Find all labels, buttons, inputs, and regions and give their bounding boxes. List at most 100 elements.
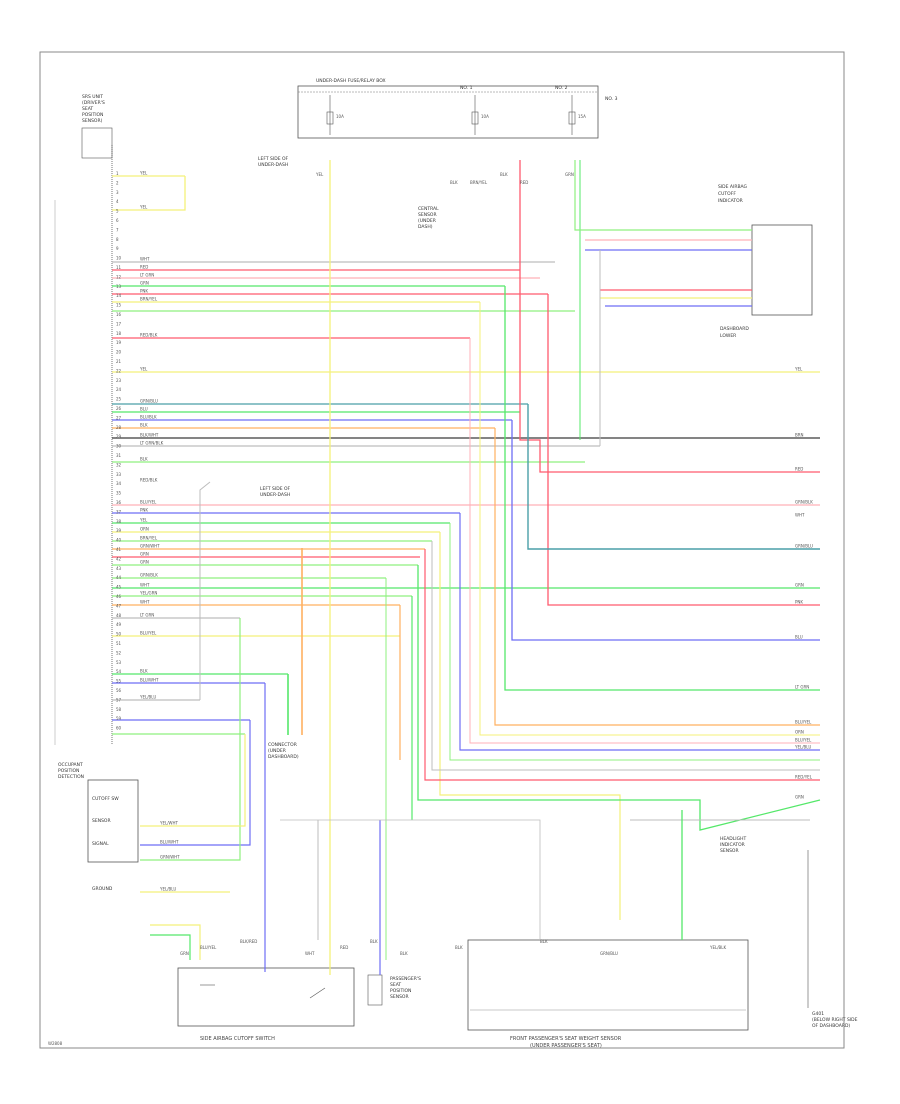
left-pin-number: 50 — [116, 632, 122, 637]
left-wire-color-label: LT GRN — [140, 273, 154, 278]
left-wire-color-label: GRN — [140, 560, 149, 565]
left-pin-number: 45 — [116, 585, 122, 590]
fuse-box-no1: NO. 1 — [460, 85, 473, 91]
fuse-relay-box: UNDER-DASH FUSE/RELAY BOX NO. 1 NO. 2 10… — [297, 78, 618, 139]
left-pin-number: 51 — [116, 641, 122, 646]
left-pin-number: 25 — [116, 397, 122, 402]
left-pin-number: 22 — [116, 368, 122, 373]
left-wire-color-label: BLU/YEL — [140, 500, 157, 505]
bottom-wire-label: YEL/BLK — [709, 945, 727, 950]
side-airbag-cutoff-switch: SIDE AIRBAG CUTOFF SWITCH — [177, 967, 355, 1042]
left-pin-number: 3 — [116, 190, 119, 195]
left-wire-color-label: PNK — [140, 508, 148, 513]
left-wire-color-label: RED/BLK — [140, 478, 158, 483]
right-wire-color-label: BRN — [795, 433, 804, 438]
pin-labels: 1234567891011121314151617181920212223242… — [116, 171, 164, 731]
left-wire-color-label: GRN/WHT — [140, 544, 160, 549]
wire-green-conn-2 — [150, 934, 191, 960]
weight-sensor-caption-1: FRONT PASSENGER'S SEAT WEIGHT SENSOR — [510, 1036, 622, 1042]
srs-unit-label-1: SRS UNIT — [82, 94, 103, 100]
ground-label-2: (BELOW RIGHT SIDE — [812, 1017, 858, 1023]
wire-grey-bus — [280, 819, 541, 940]
switch-label-1: CUTOFF SW — [92, 796, 119, 802]
bottom-mid-caption-1: PASSENGER'S — [390, 976, 421, 982]
top-wire-label: BLK — [450, 180, 458, 185]
right-wire-color-label: PNK — [795, 600, 803, 605]
srs-unit-label-2: (DRIVER'S — [82, 100, 105, 106]
left-wire-color-label: GRN — [140, 552, 149, 557]
hsd-caption: HEADLIGHT — [720, 836, 746, 842]
left-wire-color-label: ORN — [140, 527, 149, 532]
left-pin-number: 2 — [116, 180, 119, 185]
left-pin-number: 21 — [116, 359, 122, 364]
central-sensor-caption: DASH) — [418, 224, 433, 230]
right-wire-color-label: WHT — [795, 513, 805, 518]
wire-red-2 — [547, 294, 820, 606]
left-pin-number: 58 — [116, 707, 122, 712]
top-wire-label: GRN — [565, 172, 574, 177]
wire-grey — [431, 541, 820, 771]
bottom-wire-label: BLK — [400, 951, 408, 956]
left-pin-number: 47 — [116, 603, 122, 608]
sensor-wire-label: YEL/WHT — [159, 821, 179, 826]
right-wire-color-label: BLU/YEL — [795, 720, 812, 725]
left-wire-color-label: WHT — [140, 583, 150, 588]
right-wire-color-label: GRN/BLU — [795, 544, 813, 549]
left-wire-color-label: LT GRN/BLK — [140, 441, 164, 446]
wire-pink — [469, 338, 820, 744]
seat-weight-sensor: FRONT PASSENGER'S SEAT WEIGHT SENSOR (UN… — [467, 939, 749, 1049]
left-pin-number: 34 — [116, 481, 122, 486]
left-pin-number: 55 — [116, 679, 122, 684]
left-pin-number: 39 — [116, 528, 122, 533]
left-wire-color-label: YEL — [139, 367, 148, 372]
left-sensor-label-2: POSITION — [58, 768, 79, 774]
connector-caption: CONNECTOR — [268, 742, 297, 748]
connector-caption: DASHBOARD) — [268, 754, 299, 760]
bottom-wire-label: WHT — [305, 951, 315, 956]
left-pin-number: 18 — [116, 331, 122, 336]
wire-grey-2 — [199, 481, 211, 700]
top-wire-label: BRN/YEL — [470, 180, 488, 185]
switch-label-4: GROUND — [92, 886, 113, 892]
bottom-wire-label: BLK — [455, 945, 463, 950]
wire-lgreen-top — [574, 160, 752, 231]
srs-unit-label-5: SENSOR) — [82, 118, 103, 124]
central-sensor-caption: (UNDER — [418, 218, 436, 224]
right-wire-color-label: BLU — [795, 635, 803, 640]
left-pin-number: 9 — [116, 246, 119, 251]
wire-teal — [527, 404, 820, 550]
left-pin-number: 54 — [116, 669, 122, 674]
bottom-wire-label: GRN — [180, 951, 189, 956]
wire-red-3 — [424, 549, 820, 781]
wire-lgreen-sensor — [140, 618, 241, 861]
left-wire-color-label: BLK — [140, 669, 148, 674]
left-pin-number: 33 — [116, 472, 122, 477]
left-wire-color-label: BLK — [140, 423, 148, 428]
left-wire-color-label: WHT — [140, 257, 150, 262]
bottom-wire-label: BLK — [540, 939, 548, 944]
wire-yellow-sensor — [140, 734, 246, 827]
left-pin-number: 49 — [116, 622, 122, 627]
left-pin-number: 40 — [116, 538, 122, 543]
fuse-box-no2: NO. 2 — [555, 85, 568, 91]
left-pin-number: 48 — [116, 613, 122, 618]
svg-text:10A: 10A — [336, 114, 344, 119]
wire-red — [519, 270, 820, 473]
bottom-wire-label: BLK/RED — [240, 939, 257, 944]
srs-unit: SRS UNIT (DRIVER'S SEAT POSITION SENSOR) — [54, 94, 113, 745]
ground-note: UNDER-DASH — [260, 492, 290, 498]
left-pin-number: 19 — [116, 340, 122, 345]
srs-unit-label-4: POSITION — [82, 112, 103, 118]
left-pin-number: 41 — [116, 547, 122, 552]
right-module-label-2: CUTOFF — [718, 191, 736, 197]
left-wire-color-label: RED/BLK — [140, 333, 158, 338]
left-wire-color-label: YEL — [139, 205, 148, 210]
top-wire-label: RED — [520, 180, 528, 185]
ground-label-3: OF DASHBOARD) — [812, 1023, 850, 1029]
left-wire-color-label: BRN/YEL — [140, 536, 158, 541]
left-pin-number: 29 — [116, 434, 122, 439]
left-wire-color-label: YEL/BLU — [139, 695, 156, 700]
sensor-wire-label: YEL/BLU — [159, 887, 176, 892]
